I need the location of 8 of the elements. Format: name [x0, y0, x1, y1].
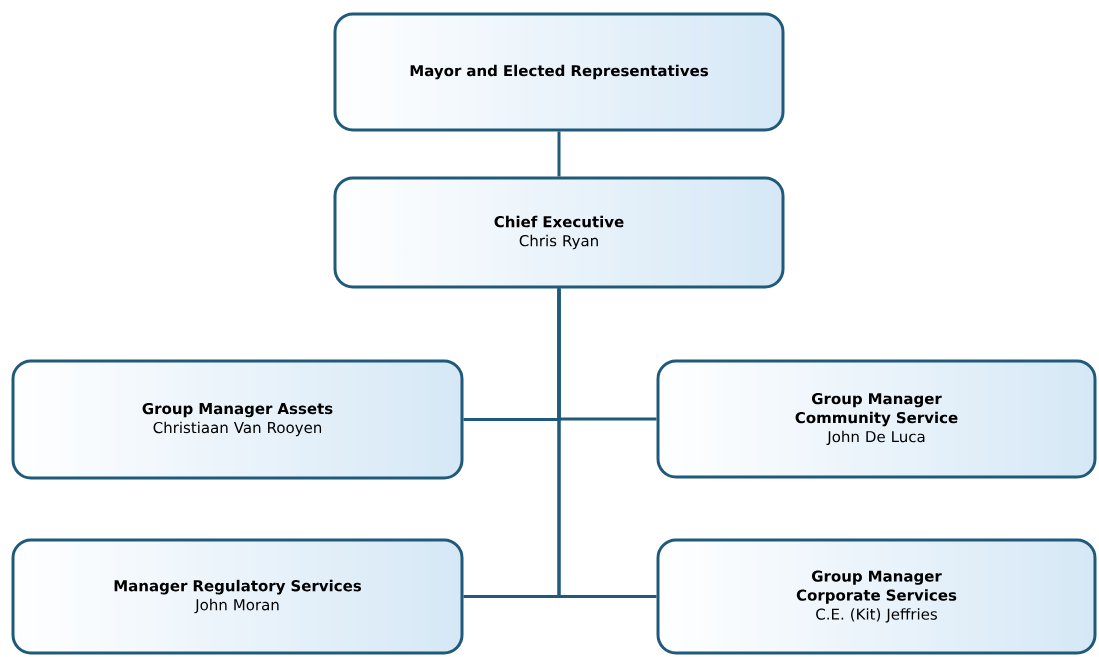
- org-box: Group Manager Assets Christiaan Van Rooyen: [11, 359, 464, 480]
- org-box: Manager Regulatory Services John Moran: [11, 538, 464, 655]
- org-box: Mayor and Elected Representatives: [333, 12, 785, 132]
- org-box: Chief Executive Chris Ryan: [333, 176, 785, 289]
- org-box: Group Manager Community Service John De Luca: [656, 359, 1097, 479]
- connector-line: [557, 288, 657, 598]
- connector-line: [557, 131, 561, 177]
- org-box: Group Manager Corporate Services C.E. (Kit) Jeffries: [656, 538, 1097, 655]
